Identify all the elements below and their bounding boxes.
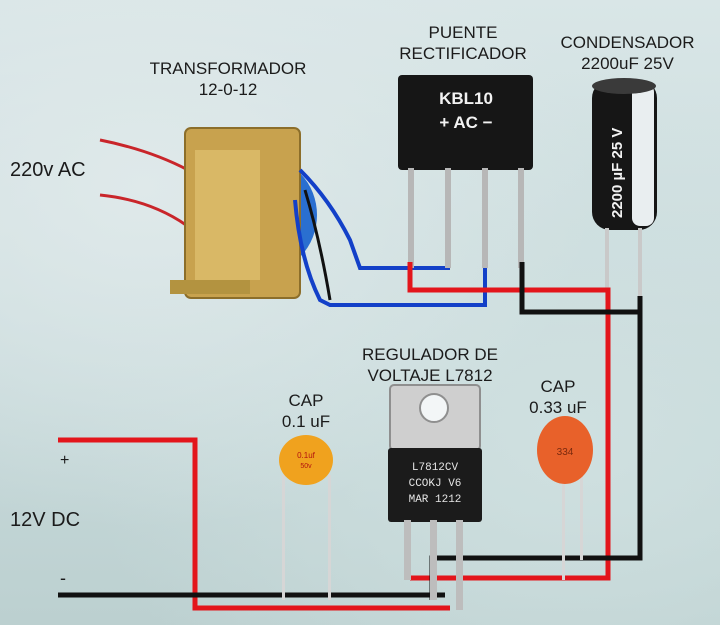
- cap-right-lead-2: [580, 470, 583, 560]
- regulator-leg-2: [430, 520, 437, 600]
- transformer: [170, 127, 317, 299]
- cap-right-lead-1: [562, 470, 565, 580]
- bridge-model-text: KBL10: [439, 89, 493, 108]
- cap-small-marking-1: 0.1uf: [297, 451, 316, 460]
- cap-right-body: [537, 416, 593, 484]
- regulator-marking-1: L7812CV: [412, 462, 459, 474]
- ac-input-wire-2: [99, 193, 187, 227]
- positive-wire-bridge: [407, 262, 611, 581]
- ceramic-capacitor-0-1uf: 0.1uf 50v: [279, 435, 333, 600]
- transformer-label-line2: 12-0-12: [198, 80, 258, 99]
- cap-small-lead-1: [282, 475, 285, 600]
- regulator-label-line1: REGULADOR DE: [361, 345, 499, 364]
- bridge-pin-3: [482, 168, 488, 268]
- capacitor-marking: 2200 µF 25 V: [609, 128, 626, 218]
- plus-sign: +: [60, 452, 70, 469]
- bridge-label-line1: PUENTE: [428, 23, 498, 42]
- regulator-marking-3: MAR 1212: [409, 494, 462, 506]
- cap-right-label: CAP 0.33 uF: [518, 376, 598, 418]
- ac-input-label: 220v AC: [10, 159, 86, 181]
- cap-small-label: CAP 0.1 uF: [266, 390, 346, 432]
- dc-output-label: 12V DC: [10, 509, 81, 531]
- ceramic-capacitor-0-33uf: 334: [537, 416, 593, 580]
- negative-wire-bridge: [519, 262, 643, 315]
- cap-right-label-line1: CAP: [540, 377, 576, 396]
- regulator-leg-3: [456, 520, 463, 610]
- capacitor-top: [592, 78, 656, 94]
- transformer-core-face: [195, 150, 260, 280]
- capacitor-label-line1: CONDENSADOR: [560, 33, 695, 52]
- capacitor-lead-2: [638, 228, 642, 300]
- bridge-pin-2: [445, 168, 451, 268]
- cap-right-marking: 334: [557, 447, 574, 458]
- bridge-label: PUENTE RECTIFICADOR: [378, 22, 548, 64]
- capacitor-lead-1: [605, 228, 609, 300]
- cap-small-marking-2: 50v: [300, 463, 312, 470]
- voltage-regulator: L7812CV CCOKJ V6 MAR 1212: [388, 384, 482, 610]
- regulator-leg-1: [404, 520, 411, 580]
- minus-sign: -: [60, 568, 66, 588]
- transformer-label: TRANSFORMADOR 12-0-12: [128, 58, 328, 100]
- ac-input-wire-1: [99, 138, 189, 172]
- bridge-pin-1: [408, 168, 414, 268]
- cap-small-label-line1: CAP: [288, 391, 324, 410]
- ac-wire-black-center: [303, 189, 332, 301]
- cap-small-label-line2: 0.1 uF: [281, 412, 331, 431]
- electrolytic-capacitor: 2200 µF 25 V: [592, 78, 657, 300]
- regulator-hole: [419, 393, 449, 423]
- regulator-label: REGULADOR DE VOLTAJE L7812: [335, 344, 525, 386]
- cap-right-label-line2: 0.33 uF: [529, 398, 587, 417]
- regulator-label-line2: VOLTAJE L7812: [367, 366, 493, 385]
- capacitor-label-line2: 2200uF 25V: [581, 54, 674, 73]
- regulator-body: [388, 448, 482, 522]
- transformer-label-line1: TRANSFORMADOR: [149, 59, 307, 78]
- ac-wire-blue-2: [293, 199, 487, 307]
- bridge-pin-4: [518, 168, 524, 268]
- cap-small-body: [279, 435, 333, 485]
- transformer-bracket: [170, 280, 250, 294]
- bridge-body: [398, 75, 533, 170]
- ac-wire-blue-1: [298, 168, 450, 270]
- bridge-label-line2: RECTIFICADOR: [399, 44, 527, 63]
- capacitor-stripe: [632, 84, 654, 226]
- bridge-pins-text: + AC −: [439, 113, 492, 132]
- positive-output-wire: [58, 437, 450, 611]
- regulator-marking-2: CCOKJ V6: [409, 478, 462, 490]
- bridge-rectifier: KBL10 + AC −: [398, 75, 533, 268]
- cap-small-lead-2: [328, 475, 331, 600]
- capacitor-label: CONDENSADOR 2200uF 25V: [540, 32, 715, 74]
